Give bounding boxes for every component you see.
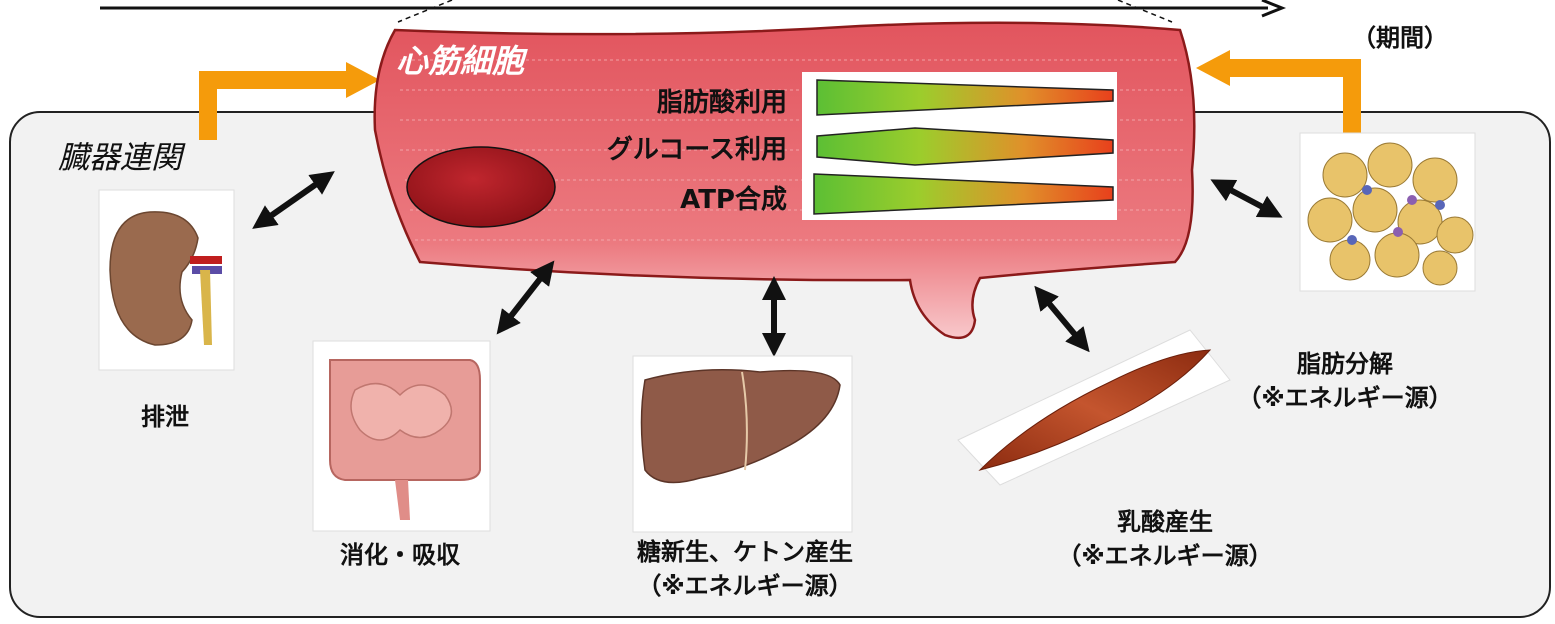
bar-label-atp: ATP合成 <box>680 185 787 215</box>
nucleus <box>406 146 556 228</box>
period-label: （期間） <box>1352 24 1448 52</box>
panel-title: 臓器連関 <box>58 140 182 176</box>
arrow-intestine <box>496 260 555 335</box>
bar-label-glucose: グルコース利用 <box>606 135 787 165</box>
arrow-fat <box>1210 179 1283 218</box>
kidney-icon <box>98 189 235 371</box>
orange-arrow-right <box>1196 50 1361 140</box>
bar-label-fatty-acid: 脂肪酸利用 <box>656 88 787 118</box>
fat-label: 脂肪分解 （※エネルギー源） <box>1237 350 1453 412</box>
muscle-label: 乳酸産生 （※エネルギー源） <box>1057 508 1273 570</box>
timeline-arrow <box>100 0 1287 18</box>
bar-glucose <box>816 127 1114 166</box>
arrow-muscle <box>1034 285 1090 353</box>
arrow-kidney <box>252 171 335 229</box>
liver-label: 糖新生、ケトン産生 （※エネルギー源） <box>637 538 853 600</box>
intestine-icon <box>312 340 491 532</box>
liver-icon <box>632 355 853 533</box>
cell-title: 心筋細胞 <box>396 42 525 80</box>
orange-arrow-left <box>199 62 380 140</box>
bar-atp <box>813 173 1114 215</box>
intestine-label: 消化・吸収 <box>340 541 460 569</box>
zoom-line-left <box>397 0 453 23</box>
bar-fatty-acid <box>816 79 1114 116</box>
kidney-label: 排泄 <box>141 403 189 431</box>
muscle-icon <box>957 329 1231 486</box>
adipose-icon <box>1299 132 1476 292</box>
zoom-line-right <box>1117 0 1173 23</box>
